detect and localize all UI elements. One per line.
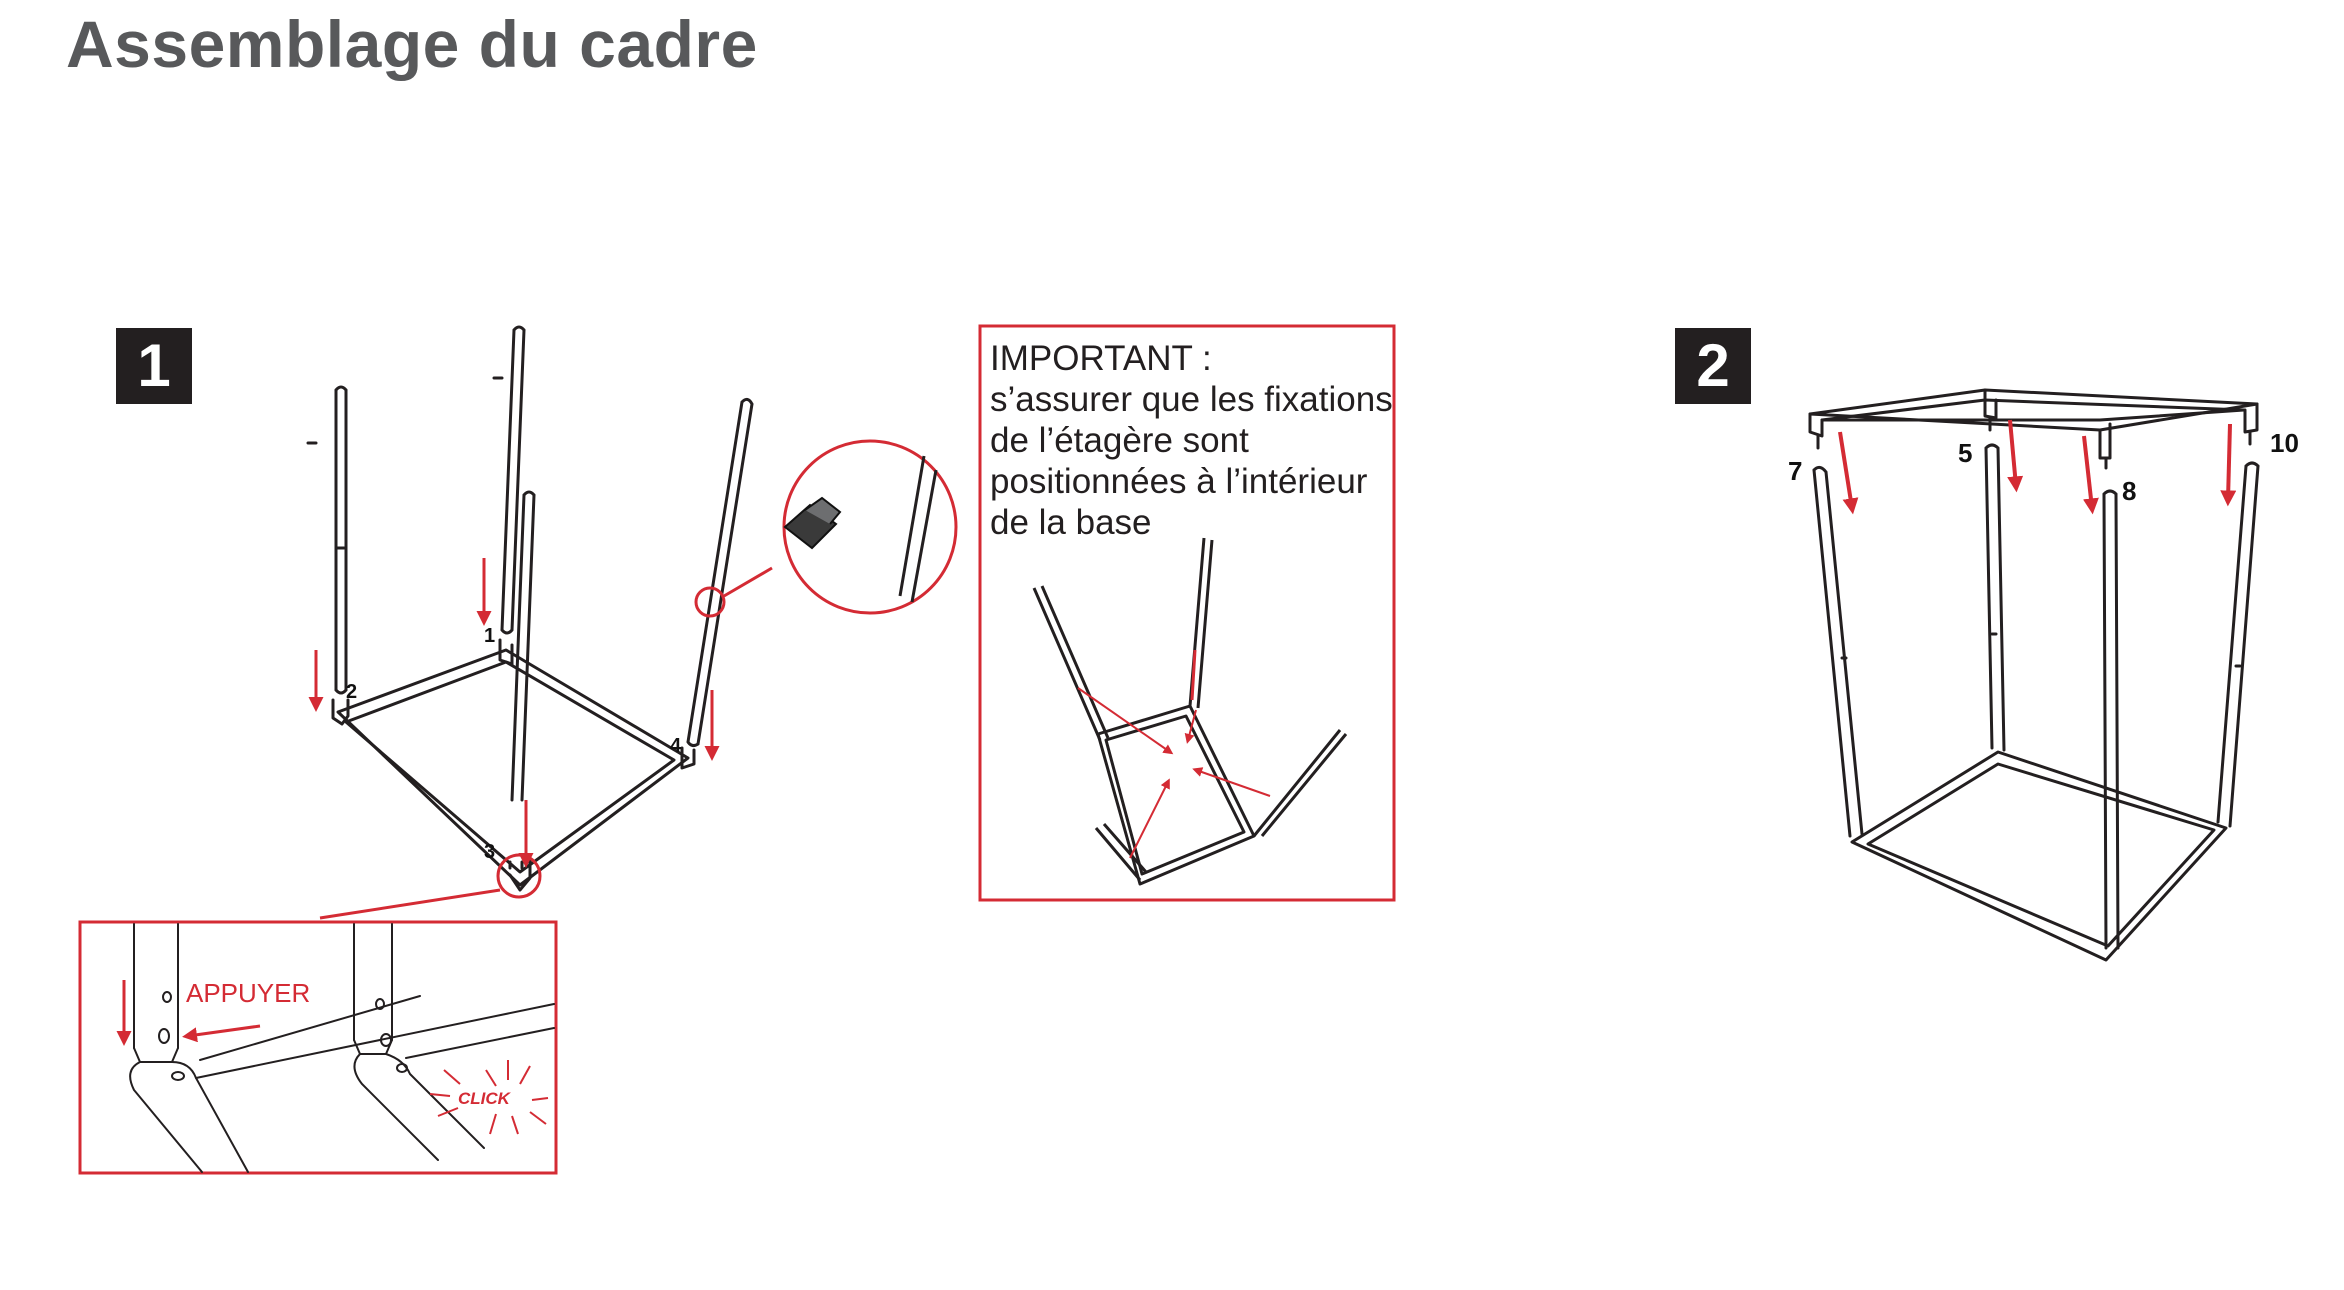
click-label: CLICK [458,1089,512,1108]
arrow-pole-5 [2007,419,2024,493]
pole-5 [1984,443,2006,752]
click-burst [429,1060,549,1135]
detail-callout-arrows [116,980,261,1046]
important-note: IMPORTANT : s’assurer que les fixations … [990,338,1410,543]
pole-4 [686,397,754,748]
important-arrows [1077,687,1271,859]
page-title: Assemblage du cadre [66,7,758,81]
step-1-labels: 1 2 3 4 [346,625,682,863]
important-heading: IMPORTANT : [990,339,1212,378]
pole-8 [2102,489,2120,950]
step-1-diagram [306,325,754,892]
pole-1 [500,325,526,635]
connector-clip-icon [783,496,842,550]
label-2: 2 [346,681,357,703]
pole-2 [334,385,348,695]
important-diagram [1032,537,1348,886]
step-2-labels: 7 5 8 10 [1788,428,2299,506]
step-2-poles [1812,443,2260,950]
pole-7 [1812,465,1864,838]
label-8: 8 [2122,476,2136,506]
pole-10 [2216,461,2260,828]
label-7: 7 [1788,456,1802,486]
step-2-badge: 2 [1675,328,1751,404]
label-10: 10 [2270,428,2299,458]
press-left-arrow [182,1024,261,1043]
arrow-pole-7 [1838,431,1859,515]
arrow-pole-8 [2082,435,2099,515]
step-1-poles [334,325,754,870]
press-label: APPUYER [186,978,310,1008]
important-line-1: s’assurer que les fixations [990,380,1393,419]
detail-callout-box [78,920,558,1175]
step-1-arrows [308,558,720,868]
important-line-3: positionnées à l’intérieur [990,462,1368,501]
label-4: 4 [670,735,682,757]
arrow-pole-10 [2220,423,2237,507]
connector-detail [898,455,938,603]
important-box [978,324,1396,902]
step-1-corner-feet [331,638,696,892]
step-1-badge: 1 [116,328,192,404]
step-2-bottom-frame [1850,750,2228,962]
detail-callout-drawing [129,923,555,1173]
important-line-4: de la base [990,503,1152,542]
important-line-2: de l’étagère sont [990,421,1249,460]
label-3: 3 [484,841,495,863]
step-1-base-frame [336,648,690,887]
step-2-arrows [1838,419,2237,515]
pole-1b [510,490,536,802]
foot-zoom [319,853,542,920]
step-2-connectors [1816,416,2252,470]
step-2-top-frame [1808,388,2259,460]
label-1: 1 [484,625,495,647]
step-2-diagram [1808,388,2260,962]
label-5: 5 [1958,438,1972,468]
